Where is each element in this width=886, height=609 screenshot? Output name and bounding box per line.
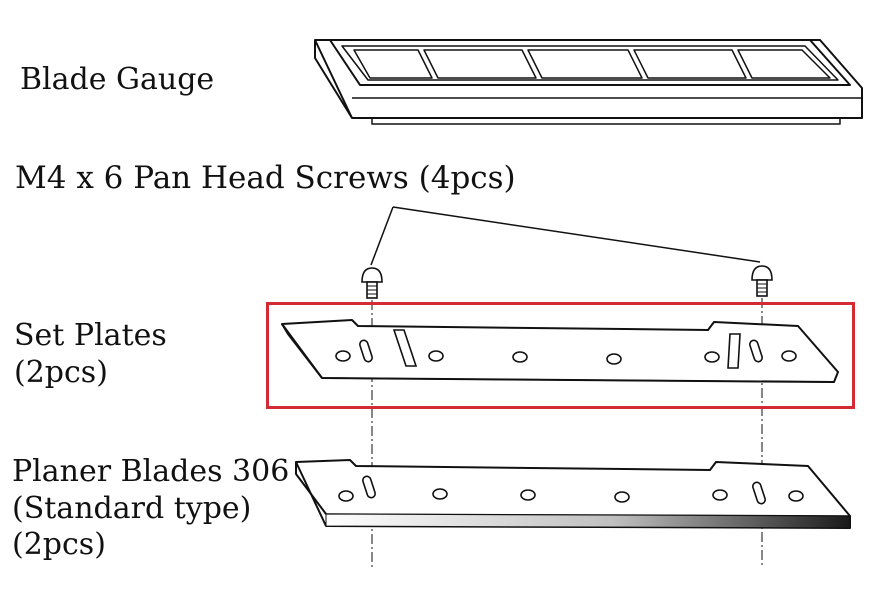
set-plates-label-line2: (2pcs) [14, 354, 108, 390]
blade-gauge-label: Blade Gauge [20, 62, 215, 97]
screw-right-icon [751, 265, 773, 297]
planer-blades-label-line3: (2pcs) [12, 527, 106, 563]
screw-left-icon [361, 267, 383, 299]
planer-blades-label-line1: Planer Blades 306 [12, 454, 290, 489]
set-plates-label: Set Plates (2pcs) [14, 318, 167, 391]
planer-blades-label: Planer Blades 306 (Standard type) (2pcs) [12, 454, 289, 564]
screws-label: M4 x 6 Pan Head Screws (4pcs) [15, 160, 516, 196]
set-plates-label-line1: Set Plates [14, 318, 167, 353]
planer-blade-holes [338, 475, 804, 505]
set-plate-holes [335, 329, 797, 369]
planer-blade-drawing [295, 459, 851, 529]
screw-leader-lines [370, 206, 761, 266]
set-plates-highlight-box [266, 302, 855, 409]
blade-gauge-drawing [314, 39, 863, 125]
planer-blades-label-line2: (Standard type) [12, 490, 252, 526]
set-plate-drawing [281, 319, 839, 383]
